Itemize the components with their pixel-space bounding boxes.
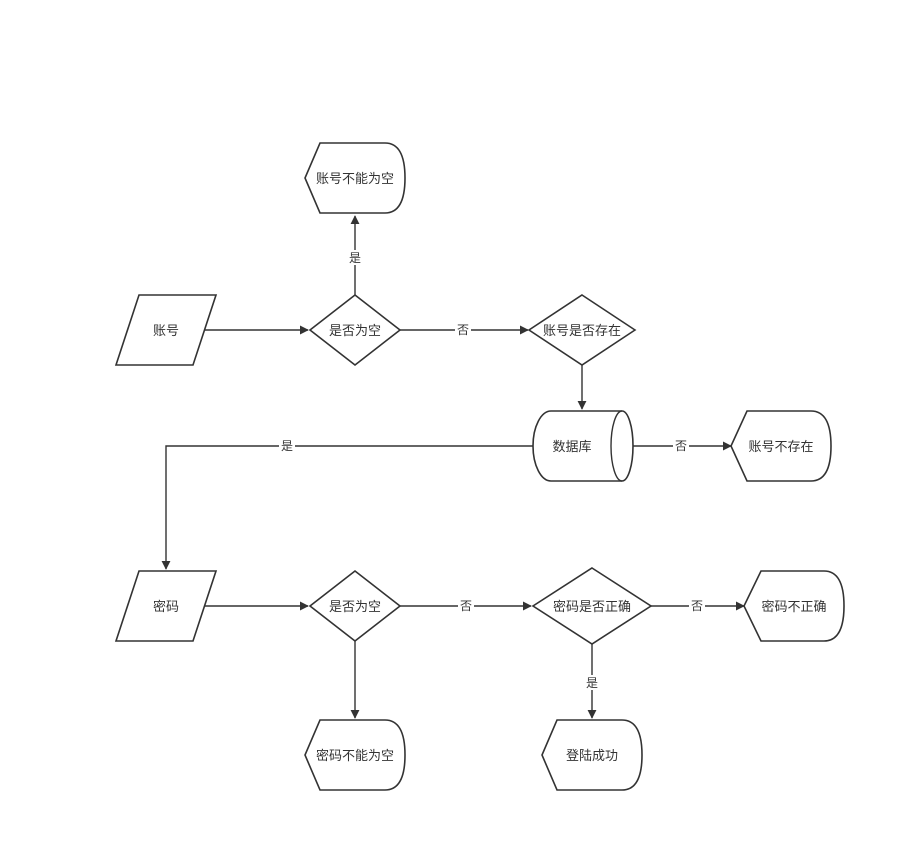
password-input-label: 密码 <box>153 599 179 615</box>
password-incorrect-msg-node: 密码不正确 <box>743 570 845 642</box>
account-exists-check-label: 账号是否存在 <box>543 324 621 339</box>
password-correct-check-node: 密码是否正确 <box>531 567 653 645</box>
password-empty-msg-node: 密码不能为空 <box>304 719 406 791</box>
database-label: 数据库 <box>552 439 591 455</box>
login-success-label: 登陆成功 <box>566 748 618 764</box>
account-empty-msg-label: 账号不能为空 <box>316 172 394 187</box>
account-not-exist-msg-node: 账号不存在 <box>730 410 832 482</box>
account-input-node: 账号 <box>114 294 218 366</box>
edge-label-account-empty-yes: 是 <box>349 251 361 265</box>
password-empty-check-label: 是否为空 <box>329 600 381 615</box>
login-success-node: 登陆成功 <box>541 719 643 791</box>
account-empty-msg-node: 账号不能为空 <box>304 142 406 214</box>
edge-label-db-yes: 是 <box>281 439 293 453</box>
edge-label-db-no: 否 <box>675 439 687 453</box>
database-node: 数据库 <box>532 410 634 482</box>
account-input-label: 账号 <box>153 324 179 339</box>
password-incorrect-msg-label: 密码不正确 <box>761 599 826 615</box>
account-not-exist-msg-label: 账号不存在 <box>748 440 813 455</box>
account-exists-check-node: 账号是否存在 <box>527 294 637 366</box>
password-empty-msg-label: 密码不能为空 <box>316 748 394 764</box>
edge-label-password-correct-no: 否 <box>691 599 703 613</box>
password-input-node: 密码 <box>114 570 218 642</box>
account-empty-check-node: 是否为空 <box>308 293 402 367</box>
password-empty-check-node: 是否为空 <box>308 569 402 643</box>
edge-label-account-empty-no: 否 <box>457 323 469 337</box>
edge-database-yes <box>161 445 533 570</box>
account-empty-check-label: 是否为空 <box>329 324 381 339</box>
edge-label-password-correct-yes: 是 <box>586 676 598 690</box>
edge-label-password-empty-no: 否 <box>460 599 472 613</box>
password-correct-check-label: 密码是否正确 <box>553 599 631 615</box>
